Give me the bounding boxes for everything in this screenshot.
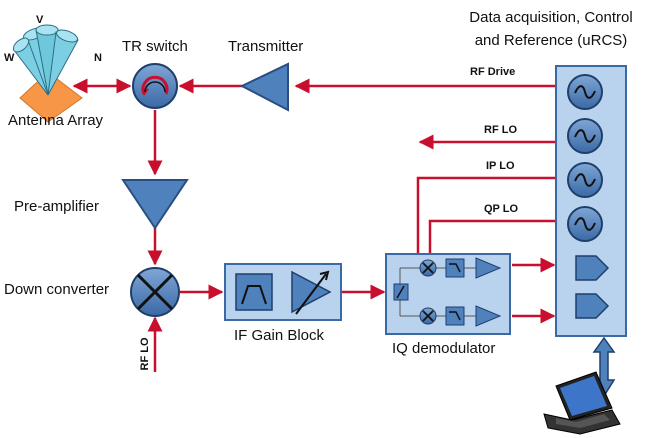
ip-lo-label: IP LO — [486, 160, 515, 172]
oscillator-qp-lo-icon — [567, 206, 603, 242]
pre-amplifier-label: Pre-amplifier — [14, 198, 100, 215]
antenna-beam-w — [12, 37, 49, 96]
rf-lo-out-label: RF LO — [484, 124, 517, 136]
iq-demodulator-label: IQ demodulator — [392, 340, 496, 357]
laptop-icon — [543, 371, 621, 435]
if-gain-block-box — [224, 263, 342, 321]
urcs-box — [555, 65, 627, 337]
tr-switch-label: TR switch — [122, 38, 188, 55]
oscillator-rf-lo-icon — [567, 118, 603, 154]
urcs-title-line1: Data acquisition, Control — [469, 9, 633, 26]
beam-label-v: V — [36, 14, 44, 26]
oscillator-ip-lo-icon — [567, 162, 603, 198]
qp-lo-line — [428, 219, 556, 256]
iq-amplifier-q-icon — [475, 305, 502, 327]
iq-lowpass-q-icon — [445, 306, 465, 326]
iq-amplifier-i-icon — [475, 257, 502, 279]
transmitter-amplifier-icon — [239, 62, 289, 112]
mixer-icon — [130, 267, 180, 317]
down-converter-label: Down converter — [4, 281, 110, 298]
antenna-beam-center — [35, 24, 59, 96]
variable-gain-amplifier-icon — [291, 270, 332, 315]
antenna-array-icon — [12, 24, 83, 123]
oscillator-rf-drive-icon — [567, 74, 603, 110]
antenna-array-label: Antenna Array — [8, 112, 104, 129]
tr-switch-icon — [132, 63, 178, 109]
bandpass-filter-icon — [235, 273, 273, 311]
iq-mixer-q-icon — [419, 307, 437, 325]
adc-input-i-icon — [575, 255, 610, 281]
ip-lo-line — [416, 176, 556, 256]
iq-mixer-i-icon — [419, 259, 437, 277]
iq-lowpass-i-icon — [445, 258, 465, 278]
transmitter-label: Transmitter — [228, 38, 304, 55]
signal-lines — [72, 78, 556, 372]
adc-input-q-icon — [575, 293, 610, 319]
urcs-title-line2: and Reference (uRCS) — [474, 32, 628, 49]
beam-label-n: N — [94, 52, 102, 64]
pre-amplifier-icon — [121, 179, 189, 230]
qp-lo-label: QP LO — [484, 203, 519, 215]
rf-drive-label: RF Drive — [470, 66, 516, 78]
antenna-beam-n — [47, 29, 79, 96]
iq-demodulator-box — [385, 253, 511, 335]
beam-label-w: W — [4, 52, 15, 64]
if-gain-block-label: IF Gain Block — [234, 327, 325, 344]
rf-lo-in-label: RF LO — [139, 337, 151, 371]
